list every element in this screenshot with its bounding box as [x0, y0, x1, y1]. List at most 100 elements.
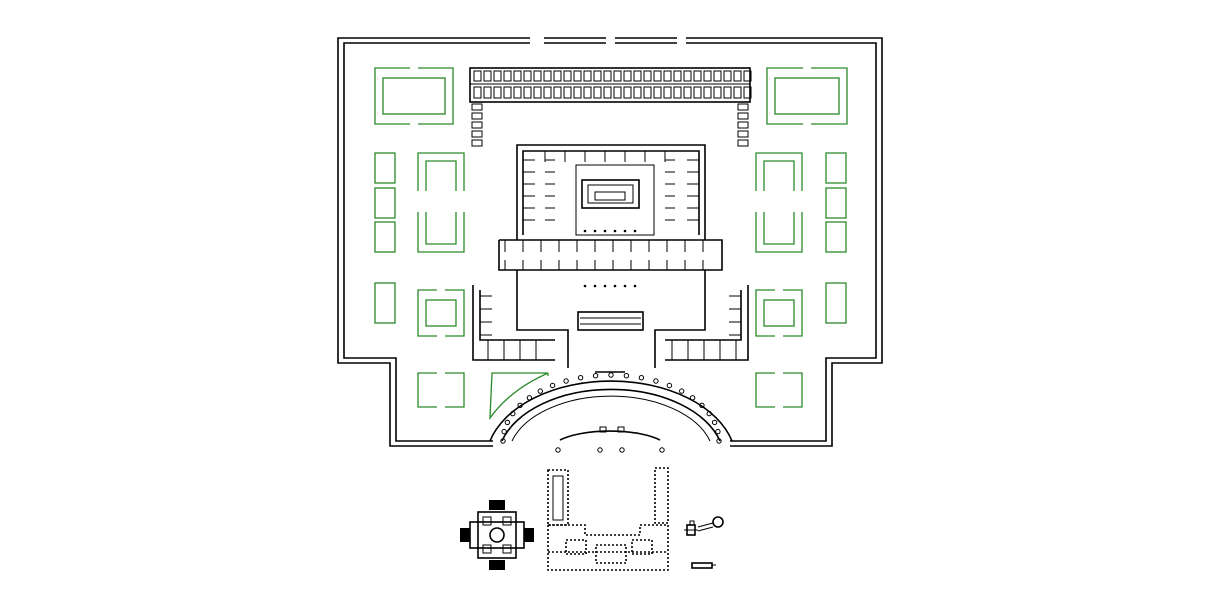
parterre-mid-left — [445, 289, 465, 337]
cloister-cell — [613, 86, 622, 99]
column-dot — [633, 284, 637, 288]
cloister-cell — [471, 121, 483, 129]
dashed-building-plan — [547, 467, 669, 571]
parterre-top-left-inner — [382, 77, 446, 115]
cloister-cell — [473, 70, 482, 82]
cloister-cell — [737, 103, 749, 111]
arc-column — [592, 373, 599, 379]
cloister-cell — [623, 86, 632, 99]
arc-column — [537, 388, 543, 394]
hedge-block — [374, 152, 396, 184]
triangular-lawn — [489, 372, 549, 421]
detail-symbols — [684, 516, 724, 569]
cloister-cell — [523, 70, 532, 82]
cloister-cell — [471, 112, 483, 120]
arc-column — [706, 410, 712, 417]
cloister-cell — [703, 70, 712, 82]
cloister-cell — [743, 86, 752, 99]
cloister-outline — [469, 67, 751, 103]
column-dot — [623, 284, 627, 288]
cloister-cell — [471, 130, 483, 138]
parterre-u-right — [755, 212, 803, 253]
cloister-cell — [613, 70, 622, 82]
arc-column — [500, 438, 506, 444]
arc-column — [653, 378, 659, 384]
gate-pier — [617, 426, 625, 433]
parterre-mid-left — [417, 289, 437, 337]
gate-post — [555, 447, 561, 453]
parterre-u-left — [417, 152, 465, 191]
cloister-cell — [623, 70, 632, 82]
cloister-cell — [583, 70, 592, 82]
cloister-cell — [513, 86, 522, 99]
column-dot — [613, 229, 617, 233]
cloister-cell — [653, 70, 662, 82]
parterre-top-right — [811, 67, 848, 125]
hedge-block — [825, 152, 847, 184]
cloister-cell — [713, 86, 722, 99]
cloister-cell — [483, 70, 492, 82]
cloister-cell — [603, 86, 612, 99]
cloister-cell — [683, 70, 692, 82]
main-palace-block — [472, 144, 749, 361]
cloister-cell — [743, 70, 752, 82]
arc-column — [638, 375, 645, 381]
hedge-block — [374, 187, 396, 219]
cloister-cell — [503, 86, 512, 99]
cloister-cell — [737, 121, 749, 129]
arc-column — [504, 419, 511, 426]
arc-column — [517, 402, 523, 408]
column-dot — [603, 284, 607, 288]
cloister-cell — [471, 139, 483, 147]
interior-partitions — [480, 151, 741, 360]
hedge-block — [825, 221, 847, 253]
parterre-low-right — [755, 372, 775, 408]
parterre-top-left — [418, 67, 454, 125]
arc-column — [510, 410, 516, 417]
cloister-cell — [737, 112, 749, 120]
cloister-cell — [473, 86, 482, 99]
cloister-cell — [533, 70, 542, 82]
cloister-cell — [503, 70, 512, 82]
parterre-low-right — [783, 372, 803, 408]
parterre-mid-left-inner — [425, 299, 457, 327]
parterre-mid-right-inner — [763, 299, 795, 327]
cloister-cell — [703, 86, 712, 99]
cloister-cell — [737, 130, 749, 138]
forecourt-colonnade — [489, 355, 733, 442]
parterre-mid-right — [755, 289, 775, 337]
parterre-low-left — [445, 372, 465, 408]
column-dot — [593, 284, 597, 288]
column-dot — [633, 229, 637, 233]
cloister-cell — [733, 70, 742, 82]
cloister-cell — [673, 86, 682, 99]
parterre-low-left — [417, 372, 437, 408]
arc-column — [716, 438, 722, 444]
parterre-u-right — [755, 152, 803, 191]
cloister-cell — [471, 103, 483, 111]
cloister-cell — [737, 139, 749, 147]
gate-post — [597, 447, 603, 453]
arc-column — [608, 372, 614, 378]
cloister-cell — [523, 86, 532, 99]
parterre-u-left — [417, 212, 465, 253]
arc-column — [699, 402, 705, 408]
arc-column — [501, 428, 507, 435]
arc-column — [549, 382, 556, 389]
cloister-cell — [563, 86, 572, 99]
parterre-top-right-inner — [774, 77, 840, 115]
parterre-u-left — [425, 160, 457, 191]
hedge-block — [825, 282, 847, 324]
cloister-cell — [643, 86, 652, 99]
hedge-block — [825, 187, 847, 219]
parterre-top-left — [374, 67, 410, 125]
cloister-cell — [553, 86, 562, 99]
colonnade-dots — [583, 229, 637, 288]
cloister-cell — [603, 70, 612, 82]
cloister-cell — [493, 86, 502, 99]
cloister-cell — [643, 70, 652, 82]
cloister-cell — [723, 86, 732, 99]
arc-column — [623, 373, 630, 379]
cloister-cell — [513, 70, 522, 82]
arc-column — [679, 388, 685, 394]
